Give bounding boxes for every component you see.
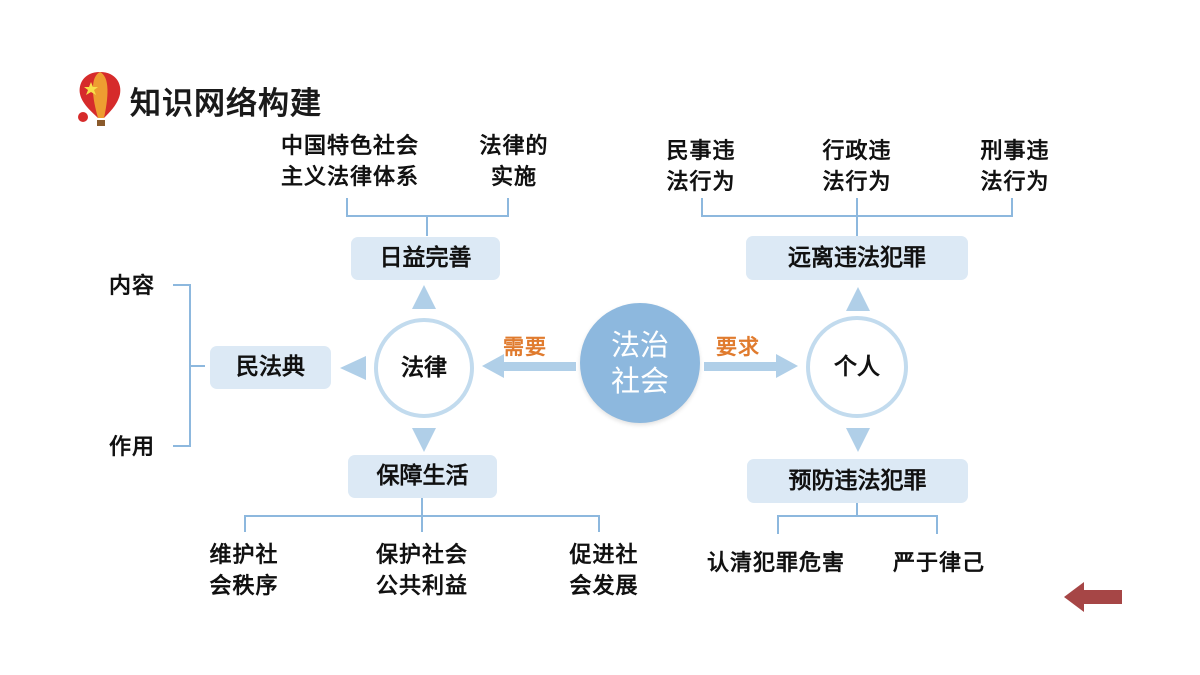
leaf-self-discipline: 严于律己: [892, 550, 985, 576]
arrow-down-person: [846, 428, 870, 452]
hot-air-balloon-icon: [78, 72, 121, 126]
civil-code-box: 民法典: [210, 346, 331, 389]
arrow-up-law: [412, 285, 436, 309]
improve-box: 日益完善: [351, 237, 500, 280]
leaf-law-implementation: 法律的 实施: [479, 133, 549, 190]
leaf-function: 作用: [108, 434, 155, 460]
avoid-crime-box: 远离违法犯罪: [746, 236, 968, 280]
center-line2: 社会: [610, 364, 669, 398]
leaf-social-development: 促进社 会发展: [569, 542, 639, 599]
arrow-left-law: [340, 356, 366, 380]
leaf-maintain-order: 维护社 会秩序: [209, 542, 279, 599]
leaf-recognize-harm: 认清犯罪危害: [706, 550, 845, 576]
center-node: 法治 社会: [580, 303, 700, 423]
center-line1: 法治: [610, 328, 669, 362]
arrow-up-person: [846, 287, 870, 311]
relation-left-label: 需要: [503, 334, 547, 359]
leaf-legal-system: 中国特色社会 主义法律体系: [280, 133, 419, 190]
page-title: 知识网络构建: [130, 86, 322, 122]
leaf-administrative-violation: 行政违 法行为: [822, 138, 892, 195]
leaf-civil-violation: 民事违 法行为: [666, 138, 736, 195]
person-node: 个人: [806, 316, 908, 418]
arrow-down-law: [412, 428, 436, 452]
leaf-content: 内容: [108, 273, 155, 299]
leaf-public-interest: 保护社会 公共利益: [375, 542, 468, 599]
relation-right-label: 要求: [716, 334, 760, 359]
prevent-crime-box: 预防违法犯罪: [747, 459, 968, 503]
protect-box: 保障生活: [348, 455, 497, 498]
law-node: 法律: [374, 318, 474, 418]
leaf-criminal-violation: 刑事违 法行为: [980, 138, 1050, 195]
back-arrow-icon[interactable]: [1064, 580, 1124, 614]
